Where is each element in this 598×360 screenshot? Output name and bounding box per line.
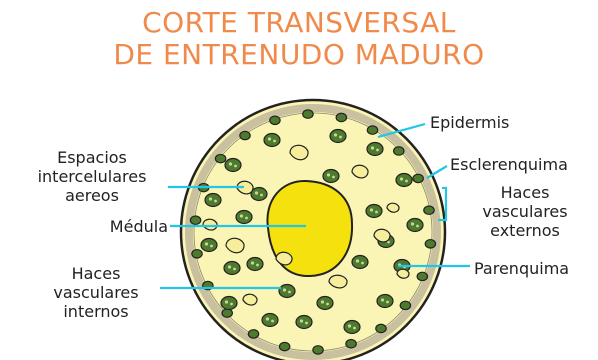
label-haces-internos-line-3: internos bbox=[63, 302, 129, 321]
air-space bbox=[289, 144, 309, 161]
label-epidermis: Epidermis bbox=[430, 113, 510, 132]
leader-haces-externos bbox=[438, 186, 448, 222]
vascular-bundle bbox=[406, 217, 424, 233]
intercellular-air-spaces bbox=[202, 144, 410, 306]
vascular-bundle bbox=[278, 283, 296, 299]
vascular-bundle bbox=[247, 329, 260, 339]
vascular-bundle bbox=[322, 168, 340, 184]
vascular-bundle bbox=[302, 109, 314, 119]
medula bbox=[266, 179, 354, 278]
vascular-bundle bbox=[395, 172, 413, 188]
air-space bbox=[242, 293, 258, 306]
diagram-title-line-1: CORTE TRANSVERSAL bbox=[142, 6, 456, 39]
label-esclerenquima: Esclerenquima bbox=[450, 155, 568, 174]
label-espacios-intercelulares: Espacios intercelulares aereos bbox=[22, 148, 162, 205]
vascular-bundle bbox=[200, 237, 218, 253]
label-haces-externos-line-3: externos bbox=[490, 221, 560, 240]
vascular-bundle bbox=[189, 215, 202, 226]
air-space bbox=[275, 251, 293, 266]
vascular-bundle bbox=[366, 141, 384, 157]
label-haces-internos: Haces vasculares internos bbox=[36, 264, 156, 321]
label-leader-lines bbox=[160, 122, 470, 290]
leader-epidermis bbox=[377, 122, 426, 139]
vascular-bundle bbox=[214, 153, 227, 164]
label-medula: Médula bbox=[109, 217, 168, 236]
vascular-bundle bbox=[329, 128, 347, 144]
vascular-bundle bbox=[250, 186, 268, 202]
label-haces-externos-line-1: Haces bbox=[500, 183, 550, 202]
vascular-bundle bbox=[261, 312, 279, 328]
vascular-bundle bbox=[235, 209, 253, 225]
vascular-bundle bbox=[375, 323, 387, 334]
leader-esclerenquima bbox=[426, 165, 448, 179]
label-parenquima: Parenquima bbox=[474, 259, 570, 278]
label-haces-internos-line-2: vasculares bbox=[53, 283, 139, 302]
vascular-bundle bbox=[239, 130, 251, 141]
air-space bbox=[396, 268, 410, 279]
air-space bbox=[236, 180, 254, 195]
vascular-bundle bbox=[424, 238, 437, 249]
vascular-bundle bbox=[295, 314, 313, 330]
vascular-bundle bbox=[246, 256, 264, 272]
vascular-bundle bbox=[345, 338, 357, 349]
vascular-bundle bbox=[376, 293, 394, 309]
vascular-bundle bbox=[351, 254, 369, 270]
air-space bbox=[373, 228, 391, 243]
air-space bbox=[351, 164, 369, 179]
air-space bbox=[386, 202, 400, 213]
vascular-bundle bbox=[278, 341, 291, 352]
label-espacios-line-1: Espacios bbox=[57, 148, 127, 167]
label-haces-internos-line-1: Haces bbox=[71, 264, 121, 283]
vascular-bundle bbox=[416, 271, 429, 282]
sclerenchyma-band bbox=[185, 104, 441, 360]
label-haces-externos: Haces vasculares externos bbox=[460, 183, 590, 240]
vascular-bundle bbox=[224, 157, 242, 173]
vascular-bundle bbox=[223, 260, 241, 276]
label-espacios-line-3: aereos bbox=[65, 186, 119, 205]
vascular-bundle bbox=[316, 295, 334, 311]
vascular-bundle bbox=[365, 203, 383, 219]
air-space bbox=[328, 274, 348, 289]
vascular-bundle bbox=[204, 192, 222, 208]
vascular-bundle bbox=[269, 115, 281, 126]
vascular-bundle bbox=[191, 248, 203, 259]
vascular-bundle bbox=[423, 205, 435, 216]
vascular-bundle bbox=[366, 125, 379, 135]
vascular-bundle bbox=[263, 132, 281, 148]
vascular-bundle bbox=[392, 146, 405, 156]
air-space bbox=[225, 237, 245, 254]
vascular-bundle bbox=[221, 308, 234, 318]
diagram-title-line-2: DE ENTRENUDO MADURO bbox=[113, 38, 485, 71]
vascular-bundle bbox=[399, 300, 412, 311]
vascular-bundle bbox=[343, 319, 361, 335]
label-haces-externos-line-2: vasculares bbox=[482, 202, 568, 221]
label-espacios-line-2: intercelulares bbox=[37, 167, 147, 186]
vascular-bundle bbox=[412, 173, 424, 184]
vascular-bundle bbox=[335, 112, 348, 123]
air-space bbox=[202, 218, 218, 231]
vascular-bundle bbox=[312, 345, 324, 355]
vascular-bundle bbox=[220, 295, 238, 311]
